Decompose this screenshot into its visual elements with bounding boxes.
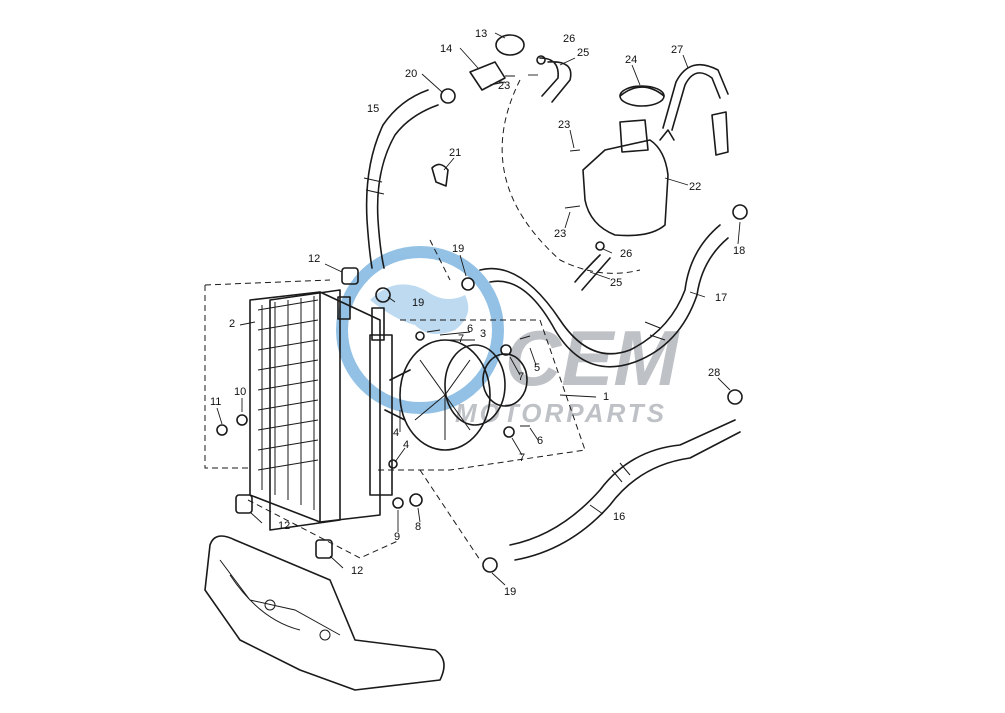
watermark-globe-icon	[336, 246, 504, 414]
label-12-mid: 12	[278, 520, 290, 532]
label-22: 22	[689, 181, 701, 193]
hose-25-lower	[574, 254, 611, 291]
label-14: 14	[440, 43, 452, 55]
label-18: 18	[733, 245, 745, 257]
label-28-top: 28	[708, 367, 720, 379]
label-24: 24	[625, 54, 637, 66]
label-11: 11	[210, 396, 221, 408]
label-6-bottom: 6	[537, 435, 543, 447]
label-19-bottom: 19	[504, 586, 516, 598]
hose-25-upper	[539, 57, 572, 103]
label-16: 16	[613, 511, 625, 523]
label-23-top: 23	[498, 80, 510, 92]
label-23-mid: 23	[558, 119, 570, 131]
label-25-bottom: 25	[610, 277, 622, 289]
label-27: 27	[671, 44, 683, 56]
lower-bracket	[204, 535, 445, 691]
part-labels: 13 26 14 25 27 24 20 23 15 23 21 22 23 1…	[210, 28, 745, 598]
label-21: 21	[449, 147, 461, 159]
label-19-top: 19	[452, 243, 464, 255]
watermark-sub: MOTORPARTS	[455, 398, 667, 428]
hose-16	[509, 419, 741, 561]
label-2: 2	[229, 318, 235, 330]
label-26-top: 26	[563, 33, 575, 45]
label-23-bottom: 23	[554, 228, 566, 240]
label-12-top: 12	[308, 253, 320, 265]
rubber-mounts	[235, 267, 359, 559]
label-5: 5	[534, 362, 540, 374]
label-4-top: 4	[393, 427, 399, 439]
small-parts	[216, 55, 748, 573]
watermark-continents-icon	[370, 284, 469, 334]
label-7-bottom: 7	[519, 452, 525, 464]
assembly-outlines	[204, 79, 641, 561]
label-17: 17	[715, 292, 727, 304]
label-1: 1	[603, 391, 609, 403]
label-9: 9	[394, 531, 400, 543]
label-20: 20	[405, 68, 417, 80]
radiator	[249, 289, 393, 531]
label-7-top: 7	[458, 333, 464, 345]
label-26-bottom: 26	[620, 248, 632, 260]
label-25-top: 25	[577, 47, 589, 59]
hose-17	[479, 224, 729, 368]
label-4-bottom: 4	[403, 439, 409, 451]
label-15: 15	[367, 103, 379, 115]
label-13: 13	[475, 28, 487, 40]
label-19-mid: 19	[412, 297, 424, 309]
thermostat-housing	[440, 34, 525, 104]
watermark-brand: CEM	[505, 314, 680, 402]
label-6-top: 6	[467, 323, 473, 335]
label-3: 3	[480, 328, 486, 340]
reservoir-tank	[582, 85, 675, 237]
hose-15	[363, 89, 439, 269]
label-12-bottom: 12	[351, 565, 363, 577]
label-7-mid: 7	[518, 371, 524, 383]
label-8: 8	[415, 521, 421, 533]
label-10: 10	[234, 386, 246, 398]
leader-lines	[216, 32, 741, 586]
hose-27	[662, 63, 729, 156]
